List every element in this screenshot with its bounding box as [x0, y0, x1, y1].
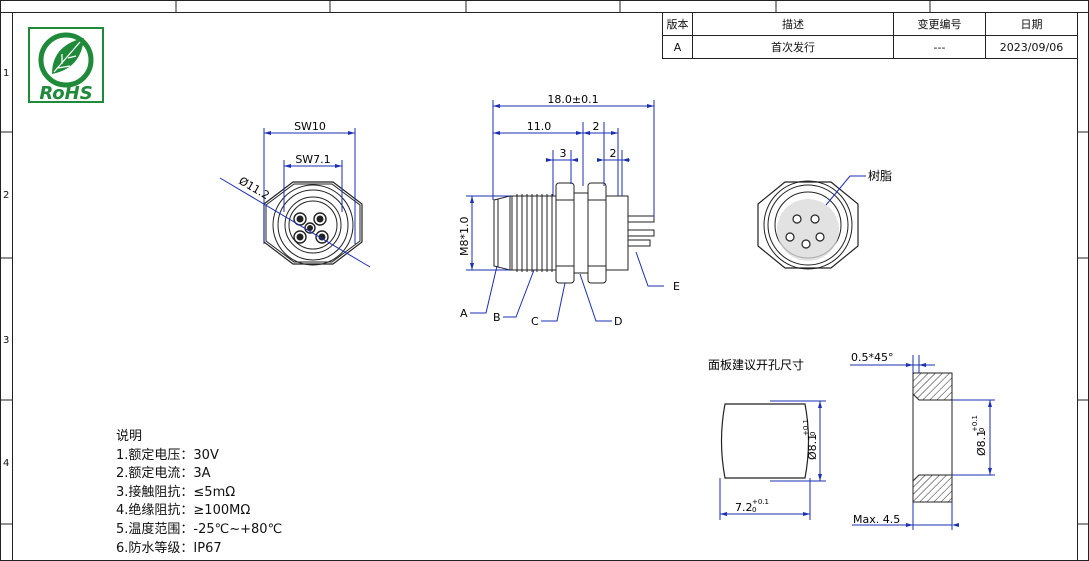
cutout-width-tol-low: 0	[752, 506, 756, 514]
cell-change-number: ---	[893, 35, 986, 59]
cutout-height-tol-low: 0	[809, 432, 817, 436]
cutout-width: 7.2	[735, 501, 753, 514]
front-view: SW10 SW7.1 Ø11.2	[219, 120, 371, 268]
row-label-2: 2	[3, 190, 9, 201]
resin-label: 树脂	[868, 168, 892, 183]
row-label-1: 1	[3, 68, 9, 79]
note-item: 1.额定电压：30V	[116, 447, 219, 463]
header-change-number: 变更编号	[893, 12, 986, 36]
row-label-3: 3	[3, 335, 9, 346]
dim-gap-a: 2	[593, 120, 600, 133]
callout-c: C	[531, 315, 539, 328]
cutout-height-tol: +0.1	[802, 419, 810, 436]
rohs-logo: RoHS	[28, 27, 104, 104]
cell-version: A	[662, 35, 693, 59]
dim-overall-length: 18.0±0.1	[547, 93, 598, 106]
dim-sw10: SW10	[294, 120, 326, 133]
revision-table-header: 版本 描述 变更编号 日期	[662, 12, 1078, 36]
section-diameter: Ø8.1	[975, 430, 988, 456]
cell-description: 首次发行	[692, 35, 894, 59]
dim-sw7-1: SW7.1	[295, 153, 330, 166]
cell-date: 2023/09/06	[985, 35, 1078, 59]
header-version: 版本	[662, 12, 693, 36]
max-thickness-dim: Max. 4.5	[853, 513, 900, 526]
callout-d: D	[614, 315, 622, 328]
header-date: 日期	[985, 12, 1078, 36]
notes-block: 说明 1.额定电压：30V 2.额定电流：3A 3.接触阻抗：≤5mΩ 4.绝缘…	[116, 428, 282, 558]
note-item: 6.防水等级：IP67	[116, 540, 222, 556]
dim-nut-width: 3	[560, 147, 567, 160]
section-view: 0.5*45° Max. 4.5 Ø8.1 +0.1 0	[850, 351, 995, 530]
section-tol: +0.1	[971, 415, 979, 432]
side-view: 18.0±0.1 11.0 2 3 2 M8*1.0 A B C D E	[458, 93, 680, 328]
cutout-width-tol: +0.1	[752, 498, 769, 506]
note-item: 3.接触阻抗：≤5mΩ	[116, 484, 236, 500]
callout-e: E	[673, 280, 680, 293]
row-label-4: 4	[3, 458, 9, 469]
rohs-text: RoHS	[39, 83, 92, 104]
revision-table: 版本 描述 变更编号 日期 A 首次发行 --- 2023/09/06	[662, 12, 1078, 59]
notes-title: 说明	[116, 429, 143, 444]
cutout-height: Ø8.1	[806, 434, 819, 460]
panel-cutout-view: 面板建议开孔尺寸 7.2 +0.1 0 Ø8.1 +0.1 0	[708, 358, 826, 520]
panel-cutout-title: 面板建议开孔尺寸	[708, 358, 804, 372]
dim-gap-b: 2	[610, 147, 617, 160]
rear-view: 树脂	[757, 168, 892, 270]
note-item: 5.温度范围：-25℃~+80℃	[116, 521, 283, 537]
header-description: 描述	[692, 12, 894, 36]
note-item: 2.额定电流：3A	[116, 466, 211, 482]
section-tol-low: 0	[978, 428, 986, 432]
chamfer-dim: 0.5*45°	[851, 351, 894, 364]
dim-thread-spec: M8*1.0	[458, 217, 471, 256]
callout-b: B	[493, 311, 501, 324]
table-row: A 首次发行 --- 2023/09/06	[662, 35, 1078, 59]
callout-a: A	[460, 307, 468, 320]
note-item: 4.绝缘阻抗：≥100MΩ	[116, 503, 251, 519]
dim-thread-length: 11.0	[527, 120, 552, 133]
